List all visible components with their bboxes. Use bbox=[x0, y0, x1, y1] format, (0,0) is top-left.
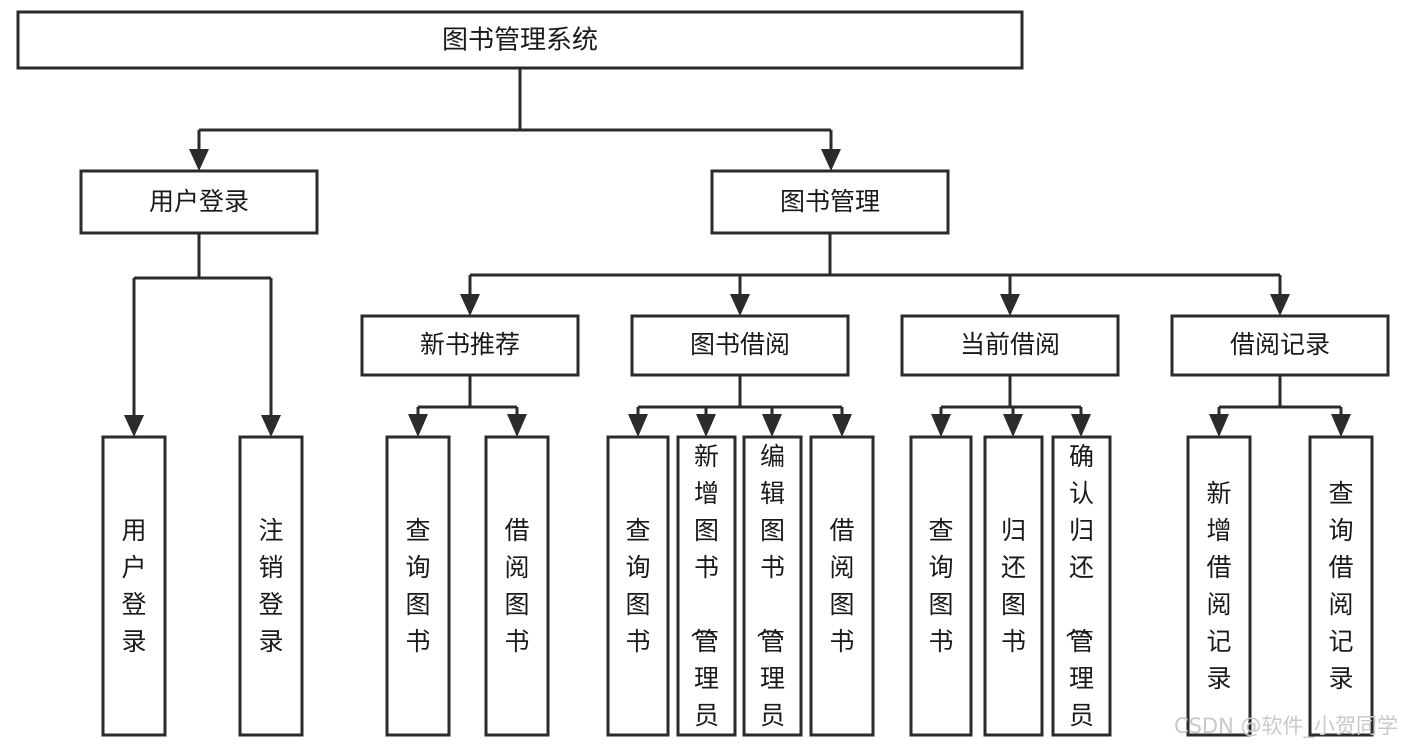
leaf-box-query-book-current[interactable] bbox=[909, 435, 973, 737]
leaf-box-query-book-new[interactable] bbox=[385, 435, 451, 737]
leaf-box-add-borrow-record[interactable] bbox=[1186, 435, 1252, 737]
leaf-label: 用户登录 bbox=[121, 516, 146, 656]
node-user-login-label: 用户登录 bbox=[149, 187, 249, 216]
node-current-borrow-label: 当前借阅 bbox=[960, 330, 1060, 359]
leaf-label: 查询图书 bbox=[625, 516, 650, 656]
node-book-borrow[interactable]: 图书借阅 bbox=[630, 314, 850, 377]
leaf-box-add-book-admin[interactable] bbox=[676, 435, 737, 737]
connectors-current-borrow-to-leaves bbox=[931, 375, 1091, 437]
node-book-management-label: 图书管理 bbox=[780, 187, 880, 216]
node-current-borrow[interactable]: 当前借阅 bbox=[900, 314, 1120, 377]
connectors-borrow-record-to-leaves bbox=[1209, 375, 1351, 437]
leaf-box-query-borrow-record[interactable] bbox=[1308, 435, 1374, 737]
leaf-box-borrow-book-new[interactable] bbox=[484, 435, 550, 737]
node-new-book-recommend-box[interactable] bbox=[360, 314, 580, 377]
node-borrow-record[interactable]: 借阅记录 bbox=[1170, 314, 1390, 377]
leaf-nodes bbox=[101, 435, 1374, 737]
leaf-label: 注销登录 bbox=[258, 516, 283, 656]
connectors-new-book-to-leaves bbox=[408, 375, 527, 437]
connectors-book-borrow-to-leaves bbox=[628, 375, 852, 437]
node-user-login[interactable]: 用户登录 bbox=[79, 169, 319, 235]
leaf-box-borrow-book[interactable] bbox=[809, 435, 875, 737]
connectors-user-login-to-leaves bbox=[124, 233, 281, 437]
leaf-label: 查询借阅记录 bbox=[1328, 479, 1353, 693]
leaf-labels: 用户登录 注销登录 查询图书 借阅图书 查询图书 新增图书（管理员） 编辑图书（管理员） 借阅… bbox=[121, 442, 1353, 747]
leaf-box-edit-book-admin[interactable] bbox=[742, 435, 803, 737]
node-user-login-box[interactable] bbox=[79, 169, 319, 235]
leaf-label: 确认归还（管理员） bbox=[1063, 442, 1094, 747]
csdn-watermark: CSDN @软件_小贺同学 bbox=[1174, 714, 1398, 739]
node-book-borrow-label: 图书借阅 bbox=[690, 330, 790, 359]
node-book-borrow-box[interactable] bbox=[630, 314, 850, 377]
node-root-box[interactable] bbox=[16, 10, 1024, 70]
leaf-box-query-book-borrow[interactable] bbox=[606, 435, 670, 737]
node-new-book-recommend-label: 新书推荐 bbox=[420, 330, 520, 359]
leaf-label: 新增图书（管理员） bbox=[688, 442, 719, 747]
node-new-book-recommend[interactable]: 新书推荐 bbox=[360, 314, 580, 377]
leaf-label: 编辑图书（管理员） bbox=[754, 442, 785, 747]
connectors-book-mgmt-to-level3 bbox=[460, 233, 1290, 316]
node-root-label: 图书管理系统 bbox=[442, 26, 598, 56]
leaf-label: 查询图书 bbox=[405, 516, 430, 656]
node-book-management[interactable]: 图书管理 bbox=[710, 169, 950, 235]
leaf-label: 借阅图书 bbox=[829, 516, 854, 656]
leaf-label: 归还图书 bbox=[1001, 516, 1026, 656]
leaf-box-logout[interactable] bbox=[238, 435, 304, 737]
node-borrow-record-label: 借阅记录 bbox=[1230, 330, 1330, 359]
node-borrow-record-box[interactable] bbox=[1170, 314, 1390, 377]
leaf-box-user-login[interactable] bbox=[101, 435, 167, 737]
leaf-label: 新增借阅记录 bbox=[1206, 479, 1231, 693]
leaf-label: 查询图书 bbox=[928, 516, 953, 656]
leaf-box-confirm-return-admin[interactable] bbox=[1051, 435, 1112, 737]
leaf-box-return-book[interactable] bbox=[983, 435, 1044, 737]
connectors-root-to-level2 bbox=[189, 68, 841, 171]
node-root[interactable]: 图书管理系统 bbox=[16, 10, 1024, 70]
node-book-management-box[interactable] bbox=[710, 169, 950, 235]
leaf-label: 借阅图书 bbox=[504, 516, 529, 656]
node-current-borrow-box[interactable] bbox=[900, 314, 1120, 377]
